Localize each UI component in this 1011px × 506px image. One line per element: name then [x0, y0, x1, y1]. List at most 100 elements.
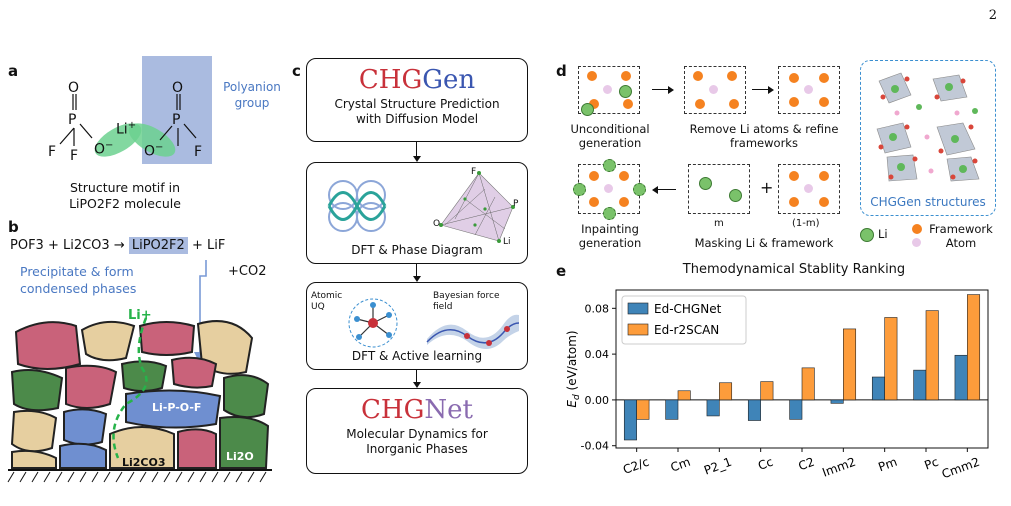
li-atom	[603, 207, 616, 220]
bar-r2scan	[801, 367, 815, 401]
atom-o-bridge: O−	[94, 140, 113, 158]
atomic-uq-icon	[348, 298, 398, 348]
framework-pink-atom	[804, 85, 813, 94]
framework-pink-atom	[804, 184, 813, 193]
atom-f-left1: F	[48, 144, 57, 160]
bar-chgnet	[623, 399, 637, 441]
x-tick-label: Cmm2	[940, 455, 982, 482]
li-p-o-f-label: Li-P-O-F	[152, 401, 202, 414]
panel-c-label: c	[292, 62, 301, 80]
reaction-lif: + LiF	[191, 238, 226, 253]
li2co3-label: Li2CO3	[122, 456, 166, 469]
bar-chgnet	[830, 399, 844, 404]
legend-label: Ed-CHGNet	[654, 302, 722, 316]
framework-atom	[695, 99, 705, 109]
chgnet-desc: Molecular Dynamics for Inorganic Phases	[307, 427, 527, 457]
panel-d-label: d	[556, 62, 567, 80]
arrow-c2	[416, 264, 417, 280]
x-tick-label: P2_1	[702, 455, 734, 478]
atom-f-right: F	[194, 144, 203, 160]
bar-r2scan	[677, 390, 691, 401]
x-tick-label: Imm2	[820, 455, 857, 480]
atom-o-top-right: O	[172, 80, 184, 96]
m-label: m	[714, 218, 724, 229]
dft-phase-caption: DFT & Phase Diagram	[351, 243, 483, 257]
panel-e-label: e	[556, 262, 567, 280]
frame-remove	[684, 66, 746, 114]
li-atom	[619, 85, 632, 98]
active-learning-caption: DFT & Active learning	[351, 349, 483, 363]
legend-framework-pink-icon	[912, 238, 921, 247]
panel-a-caption-line2: LiPO2F2 molecule	[69, 195, 181, 211]
bar-r2scan	[967, 294, 981, 401]
framework-atom	[623, 99, 633, 109]
atom-o-right-charge: −	[155, 142, 164, 153]
framework-atom	[727, 71, 737, 81]
bar-chgnet	[706, 399, 720, 417]
panel-a-caption-line1: Structure motif in	[69, 180, 181, 195]
atom-p-left: P	[68, 112, 77, 128]
framework-atom	[589, 197, 599, 207]
legend-swatch	[627, 302, 649, 315]
arrowhead-d2	[768, 86, 774, 94]
crystal-structures-image	[876, 72, 980, 182]
atom-o-top-left: O	[68, 80, 80, 96]
reaction-line: POF3 + Li2CO3 → LiPO2F2 + LiF	[10, 237, 226, 254]
atom-o-right-symbol: O	[144, 143, 156, 160]
atom-li: Li+	[116, 120, 136, 138]
precipitate-text: Precipitate & form condensed phases	[20, 264, 137, 296]
framework-atom	[789, 197, 799, 207]
chggen-title-chg: CHG	[358, 65, 423, 95]
pd-label-o: O	[433, 219, 441, 229]
framework-atom	[621, 71, 631, 81]
bar-r2scan	[884, 317, 898, 401]
chgnet-desc-line1: Molecular Dynamics for	[346, 427, 488, 441]
frame-mask-li	[688, 164, 750, 214]
dft-phase-box: F P O Li DFT & Phase Diagram	[306, 162, 528, 264]
atom-li-charge: +	[127, 120, 137, 131]
bar-r2scan	[719, 382, 733, 401]
frame-uncond	[578, 66, 640, 116]
bar-chgnet	[747, 399, 761, 421]
bar-r2scan	[760, 381, 774, 401]
arrowhead-d3	[652, 186, 658, 194]
uncond-caption: Unconditional generation	[570, 122, 650, 151]
framework-atom	[819, 97, 829, 107]
chggen-structures-box: CHGGen structures	[860, 60, 996, 216]
phase-diagram-icon	[439, 171, 515, 243]
legend-li-label: Li	[878, 227, 888, 241]
chggen-box: CHGGen Crystal Structure Prediction with…	[306, 58, 528, 142]
active-learning-box: Atomic UQ Bayesian force field DFT & Act…	[306, 282, 528, 370]
panel-a-caption: Structure motif in LiPO2F2 molecule	[40, 180, 210, 211]
bar-chgnet	[665, 399, 679, 420]
reaction-product: LiPO2F2	[128, 237, 188, 254]
li-atom	[699, 177, 712, 190]
arrowhead-c2	[413, 276, 421, 282]
reaction-co2: +CO2	[228, 264, 267, 279]
y-tick-label: 0.08	[585, 302, 610, 315]
x-tick-label: Pc	[923, 455, 941, 473]
chgnet-box: CHGNet Molecular Dynamics for Inorganic …	[306, 388, 528, 474]
bar-chgnet	[789, 399, 803, 420]
molecule-bonds	[59, 94, 197, 146]
arrow-c1	[416, 142, 417, 160]
framework-atom	[589, 171, 599, 181]
atom-f-left2: F	[70, 148, 79, 164]
framework-atom	[789, 171, 799, 181]
atom-o-bridge-charge: −	[105, 140, 114, 151]
legend-swatch	[627, 323, 649, 336]
framework-atom	[789, 97, 799, 107]
atom-o-right: O−	[144, 142, 163, 160]
y-tick-label: 0.00	[585, 394, 610, 407]
framework-atom	[587, 71, 597, 81]
bar-chgnet	[913, 369, 927, 401]
bayesian-force-field-icon	[426, 314, 520, 349]
x-tick-label: Pm	[876, 455, 899, 475]
panel-b-label: b	[8, 218, 19, 236]
y-tick-label: -0.04	[581, 440, 609, 453]
framework-pink-atom	[709, 85, 718, 94]
framework-atom	[619, 197, 629, 207]
orbital-icon	[327, 180, 387, 232]
plus-sign: +	[760, 178, 774, 197]
